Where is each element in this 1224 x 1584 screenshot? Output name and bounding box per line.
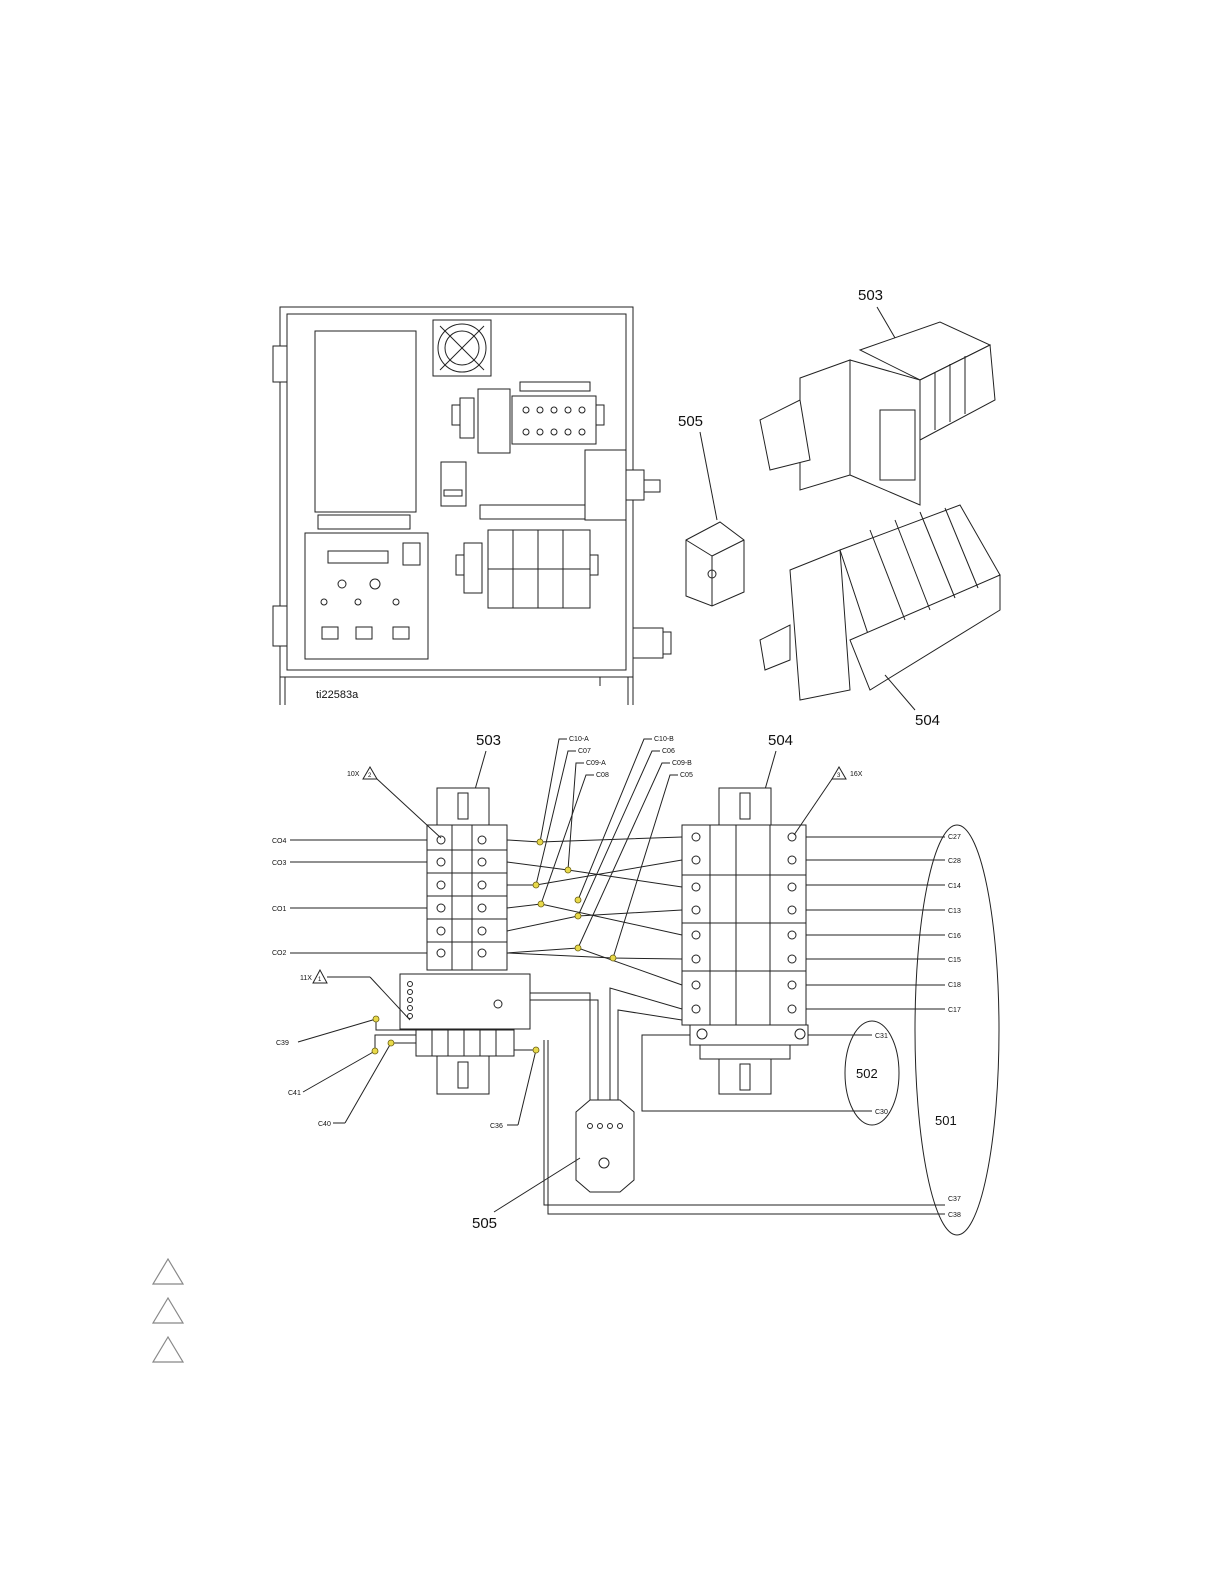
callout-501: 501 [935,1113,957,1128]
left-wire-labels: CO4 CO3 CO1 CO2 [272,838,427,957]
svg-text:3: 3 [837,773,841,779]
triangle-icon [153,1298,183,1323]
wire-label: C09-A [586,760,606,767]
wire-label: C07 [578,748,591,755]
callout-503-top: 503 [858,287,883,304]
harness-502: 502 [845,1021,899,1125]
svg-text:2: 2 [368,773,372,779]
wire-label: C14 [948,883,961,890]
svg-text:11X: 11X [300,975,312,982]
legend [153,1259,183,1362]
wire-label: C36 [490,1123,503,1130]
relay-505-schematic: 505 [472,1100,634,1232]
wire-label: C05 [680,772,693,779]
wire-label: C31 [875,1033,888,1040]
callout-504-top: 504 [915,712,940,729]
terminal-block-503: 503 [400,732,530,1094]
svg-text:1: 1 [318,977,322,983]
wire-label: C38 [948,1212,961,1219]
callout-505-top: 505 [678,413,703,430]
wire-label: C09-B [672,760,692,767]
figure-id: ti22583a [316,689,359,701]
top-wire-labels: C10-A C07 C09-A C08 C10-B C06 C09-B C05 [536,736,693,958]
callout-503-bottom: 503 [476,732,501,749]
wire-label: C27 [948,834,961,841]
triangle-icon [153,1259,183,1284]
wire-label: C18 [948,982,961,989]
wire-label: C41 [288,1090,301,1097]
callout-504-bottom: 504 [768,732,793,749]
wire-label: CO3 [272,860,287,867]
wire-label: CO4 [272,838,287,845]
wire-label: CO2 [272,950,287,957]
svg-text:16X: 16X [850,771,863,778]
callout-505-bottom: 505 [472,1215,497,1232]
wire-label: C15 [948,957,961,964]
relay-505-iso: 505 [678,413,744,606]
triangle-icon [153,1337,183,1362]
fan-icon [433,320,491,376]
iso-view-504: 504 [760,505,1000,729]
wire-label: C28 [948,858,961,865]
wire-label: C40 [318,1121,331,1128]
svg-text:10X: 10X [347,771,360,778]
iso-view-503: 503 [760,287,995,505]
bottom-right-wire-labels: C37 C38 [948,1196,961,1219]
terminal-block-504: 504 [682,732,808,1094]
wire-label: C16 [948,933,961,940]
wire-label: C37 [948,1196,961,1203]
qty-note-11x: 11X 1 [300,970,410,1020]
wire-label: C08 [596,772,609,779]
wire-label: CO1 [272,906,287,913]
controller-module [305,515,428,659]
wire-label: C10-A [569,736,589,743]
wire-label: C06 [662,748,675,755]
right-wire-labels: C27 C28 C14 C13 C16 C15 C18 C17 [806,834,961,1014]
wire-label: C39 [276,1040,289,1047]
callout-502: 502 [856,1066,878,1081]
wire-label: C17 [948,1007,961,1014]
wire-label: C10-B [654,736,674,743]
enclosure-view: ti22583a [273,307,671,705]
wire-label: C30 [875,1109,888,1116]
wire-label: C13 [948,908,961,915]
